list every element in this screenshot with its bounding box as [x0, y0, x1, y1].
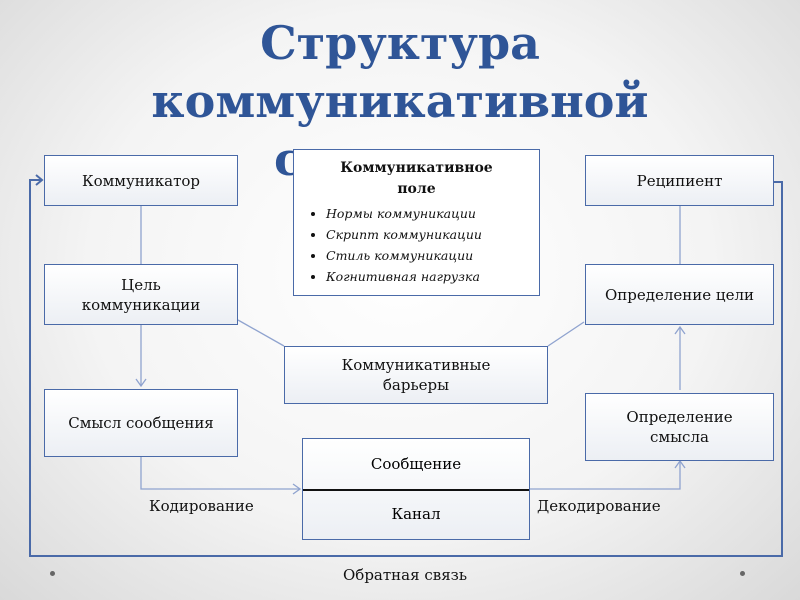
meaning-box: Смысл сообщения: [44, 389, 238, 457]
communicator-label: Коммуникатор: [81, 171, 201, 190]
message-channel-box: Сообщение Канал: [302, 438, 530, 540]
goal-definition-label: Определение цели: [605, 285, 754, 304]
barriers-label: Коммуникативные барьеры: [341, 356, 491, 394]
list-item: Скрипт коммуникации: [326, 224, 539, 245]
barriers-box: Коммуникативные барьеры: [284, 346, 548, 404]
communicative-field-box: Коммуникативное поле Нормы коммуникации …: [293, 149, 540, 296]
communicative-field-title: Коммуникативное поле: [340, 160, 493, 197]
list-item: Стиль коммуникации: [326, 245, 539, 266]
decoding-label: Декодирование: [537, 497, 661, 515]
encoding-label: Кодирование: [149, 497, 254, 515]
goal-label: Цель коммуникации: [81, 275, 201, 314]
goal-box: Цель коммуникации: [44, 264, 238, 325]
recipient-label: Реципиент: [636, 171, 723, 190]
corner-dot: [740, 571, 745, 576]
meaning-definition-label: Определение смысла: [626, 408, 733, 446]
recipient-box: Реципиент: [585, 155, 774, 206]
list-item: Когнитивная нагрузка: [326, 266, 539, 287]
channel-label: Канал: [391, 505, 441, 523]
feedback-label: Обратная связь: [343, 566, 467, 584]
communicative-field-list: Нормы коммуникации Скрипт коммуникации С…: [294, 203, 539, 287]
message-channel-divider: [303, 489, 529, 491]
meaning-definition-box: Определение смысла: [585, 393, 774, 461]
corner-dot: [50, 571, 55, 576]
meaning-label: Смысл сообщения: [68, 414, 214, 432]
communicator-box: Коммуникатор: [44, 155, 238, 206]
message-label: Сообщение: [370, 455, 462, 473]
list-item: Нормы коммуникации: [326, 203, 539, 224]
goal-definition-box: Определение цели: [585, 264, 774, 325]
